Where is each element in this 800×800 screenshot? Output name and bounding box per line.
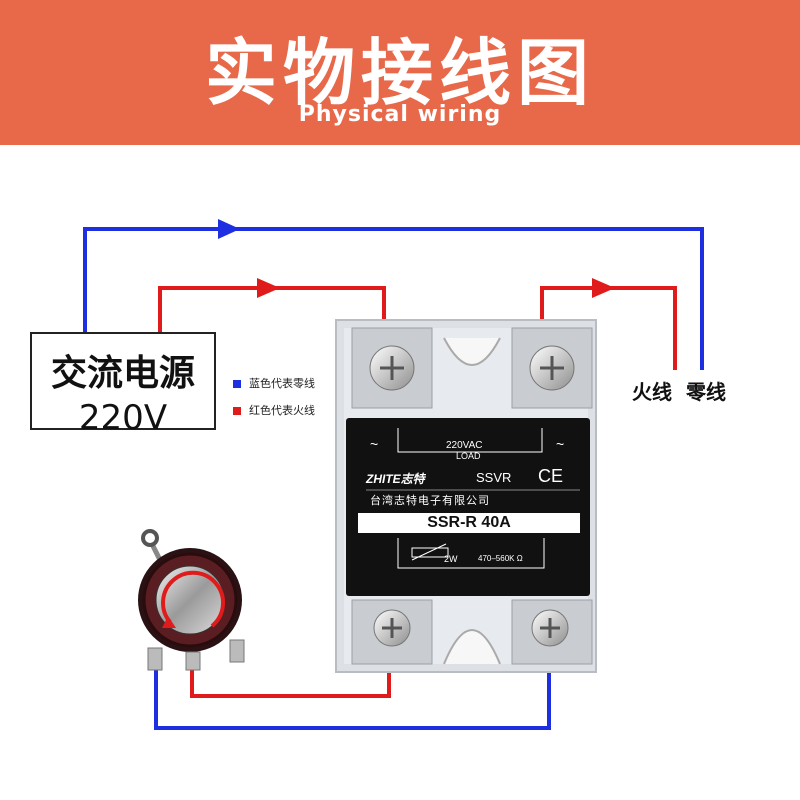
ssr-pot-range: 470–560K Ω	[478, 554, 523, 563]
neutral-wire-label: 零线	[686, 380, 726, 404]
live-arrow-right	[592, 278, 615, 298]
page-subtitle: Physical wiring	[298, 102, 502, 127]
neutral-wire-top	[83, 227, 704, 370]
legend-red-text: 红色代表火线	[249, 404, 315, 417]
red-square-icon	[233, 407, 241, 415]
legend-blue: 蓝色代表零线	[233, 375, 315, 391]
ssr-load-label: LOAD	[456, 451, 481, 461]
ssr-company: 台湾志特电子有限公司	[370, 495, 490, 507]
ssr-tilde-left: ~	[370, 436, 379, 452]
pot-red-wire	[190, 660, 391, 698]
ssr-module	[335, 319, 597, 673]
live-arrow-left	[257, 278, 280, 298]
page-title: 实物接线图	[204, 31, 595, 115]
ssr-pot-power: 2W	[444, 554, 458, 564]
ssr-model-label: SSR-R 40A	[358, 513, 580, 533]
legend-blue-text: 蓝色代表零线	[249, 377, 315, 390]
neutral-arrow	[218, 219, 240, 239]
ce-mark: CE	[538, 466, 564, 486]
ssr-face	[346, 418, 590, 596]
ssr-tilde-right: ~	[556, 436, 565, 452]
power-source-box: 交流电源 220V	[30, 332, 216, 438]
potentiometer	[138, 529, 245, 671]
pot-blue-wire	[154, 660, 551, 730]
blue-square-icon	[233, 380, 241, 388]
power-source-voltage: 220V	[78, 398, 168, 438]
power-source-label: 交流电源	[50, 353, 195, 394]
legend-red: 红色代表火线	[233, 402, 315, 418]
ssr-brand-logo: ZHITE志特	[366, 472, 425, 486]
header-banner: 实物接线图 Physical wiring	[0, 0, 800, 145]
ssr-type: SSVR	[476, 470, 512, 485]
ssr-load-voltage: 220VAC	[446, 440, 483, 451]
live-wire-label: 火线	[632, 380, 672, 404]
